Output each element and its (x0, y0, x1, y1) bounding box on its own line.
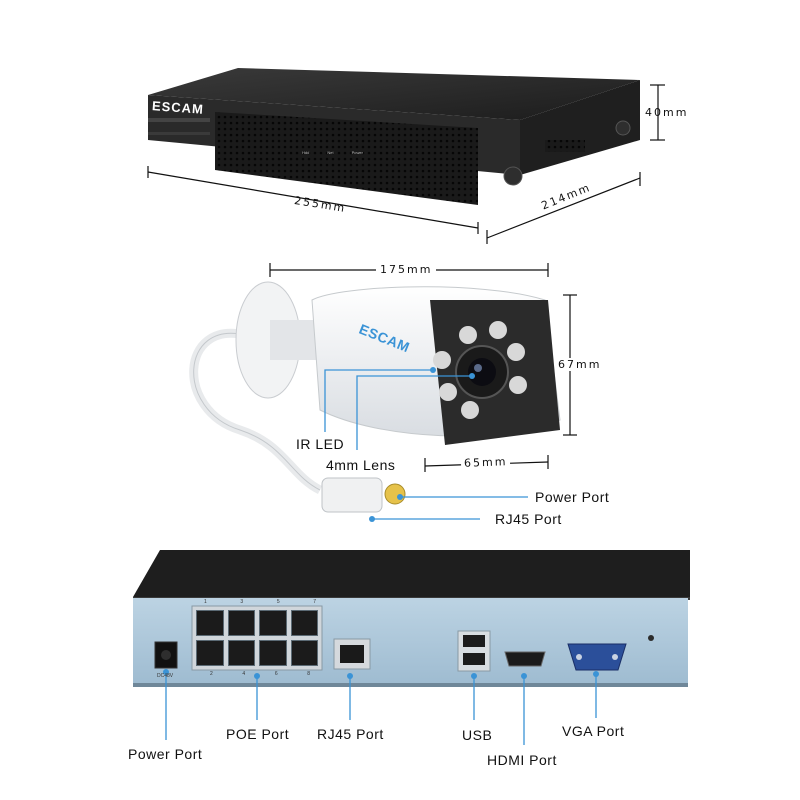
nvr-front-led-labels: Hdd Net Power (302, 150, 363, 155)
poe-socket (290, 640, 318, 666)
callout-camera-power-port: Power Port (535, 489, 610, 505)
poe-socket (196, 640, 224, 666)
camera-callout-lines (324, 369, 528, 520)
callout-vga-port: VGA Port (562, 723, 625, 739)
poe-socket (290, 610, 318, 636)
poe-socket (259, 610, 287, 636)
callout-4mm-lens: 4mm Lens (326, 457, 396, 473)
poe-socket (227, 640, 255, 666)
poe-number: 6 (274, 671, 278, 677)
camera-length-dimension: 175mm (376, 263, 437, 276)
rear-callout-lines (165, 672, 597, 745)
led-label-hdd: Hdd (302, 150, 310, 155)
poe-port-grid (196, 610, 318, 666)
camera-front-width-dimension: 65mm (460, 455, 511, 470)
nvr-height-dimension: 40mm (645, 106, 689, 119)
dc-label: DC48V (157, 673, 174, 679)
callout-usb: USB (462, 727, 493, 743)
led-label-net: Net (327, 150, 334, 155)
callout-poe-port: POE Port (226, 726, 290, 742)
nvr-rear-device (133, 550, 690, 687)
poe-number: 7 (313, 599, 316, 605)
poe-number: 5 (276, 599, 280, 605)
callout-hdmi-port: HDMI Port (487, 752, 557, 768)
poe-socket (227, 610, 255, 636)
poe-bottom-numbers: 2 4 6 8 (210, 671, 310, 677)
poe-number: 1 (204, 599, 207, 605)
poe-number: 3 (240, 599, 244, 605)
nvr-front-device (148, 68, 640, 205)
callout-camera-rj45-port: RJ45 Port (495, 511, 562, 527)
callout-nvr-rj45-port: RJ45 Port (317, 726, 384, 742)
led-label-power: Power (351, 150, 363, 155)
poe-socket (259, 640, 287, 666)
poe-number: 8 (307, 671, 310, 677)
poe-socket (196, 610, 224, 636)
callout-nvr-power-port: Power Port (128, 746, 203, 762)
bullet-camera (189, 281, 561, 513)
poe-top-numbers: 1 3 5 7 (204, 599, 316, 605)
nvr-front-dimension-lines (147, 84, 665, 244)
callout-ir-led: IR LED (296, 436, 345, 452)
poe-number: 4 (242, 671, 246, 677)
poe-number: 2 (210, 671, 213, 677)
camera-height-dimension: 67mm (556, 358, 604, 371)
